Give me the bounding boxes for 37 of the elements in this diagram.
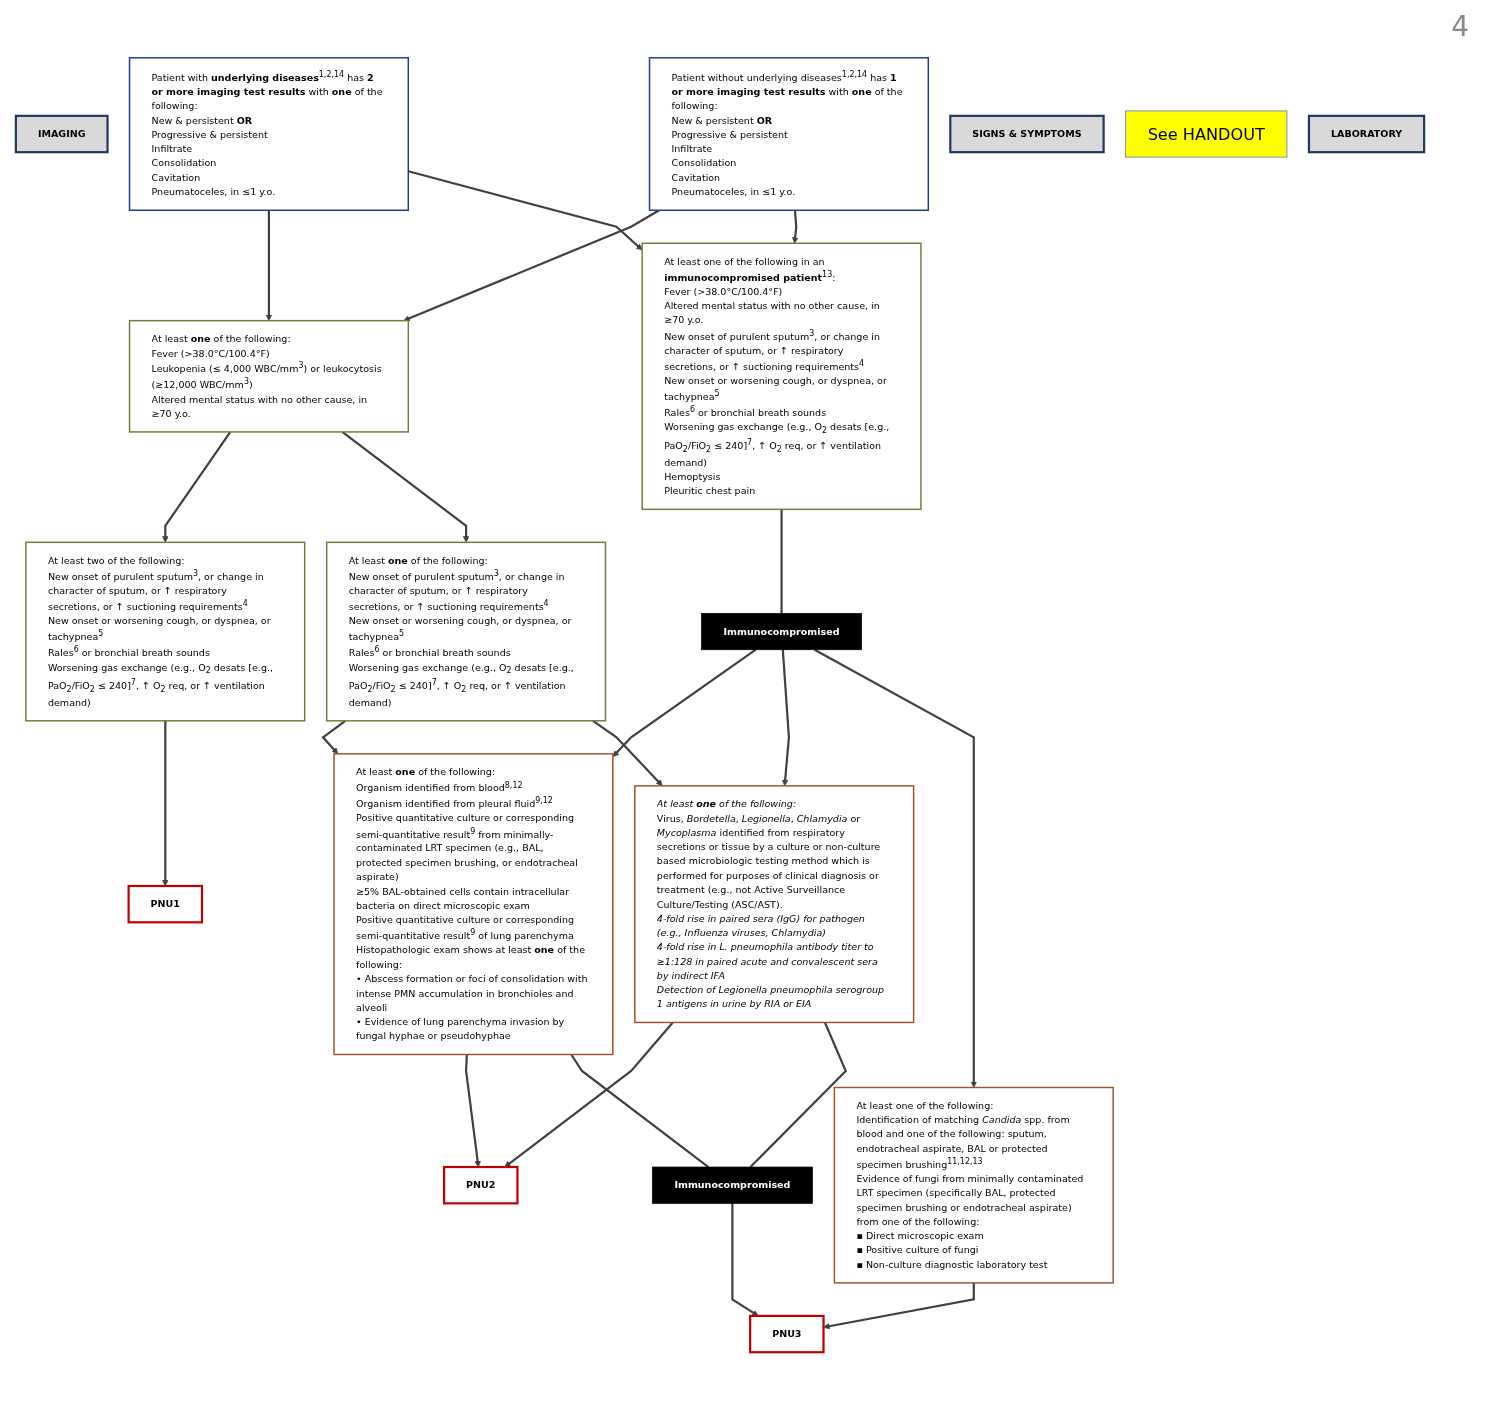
node-box: See HANDOUT — [1125, 110, 1288, 158]
arrow — [791, 210, 799, 244]
node-box: At least one of the following: Organism identified from blood$^{8,12}$ Organism identified from pleural fluid$^{9,12}$ Positive quantitative culture or corresponding semi-quantitative result$^{9}$ from minimally-contaminated LRT specimen (e.g., BAL, protected specimen brushing, or endotracheal aspirate) ≥5% BAL-obtained cells contain intracellular bacteria on direct microscopic exam Positive quantitative culture or corresponding semi-quantitative result$^{9}$ of lung parenchyma Histopathologic exam shows at least one of the following: • Abscess formation or foci of consolidation with intense PMN accumulation in bronchioles and alveoli • Evidence of lung parenchyma invasion by fungal hyphae or pseudohyphae — [333, 753, 614, 1056]
node-box: At least one of the following: New onset of purulent sputum$^{3}$, or change in character of sputum, or ↑ respiratory secretions, or ↑ suctioning requirements$^{4}$ New onset or worsening cough, or dyspnea, or tachypnea$^{5}$ Rales$^{6}$ or bronchial breath sounds Worsening gas exchange (e.g., O$_{2}$ desats [e.g., PaO$_{2}$/FiO$_{2}$ ≤ 240]$^{7}$, ↑ O$_{2}$ req, or ↑ ventilation demand) — [325, 541, 607, 722]
node-box: At least one of the following: Fever (>38.0°C/100.4°F) Leukopenia (≤ 4,000 WBC/mm$^{3}$) or leukocytosis (≥12,000 WBC/mm$^{3}$) Altered mental status with no other cause, in ≥70 y.o. — [128, 319, 410, 433]
node-box: Patient without underlying diseases$^{1,2,14}$ has 1 or more imaging test results with one of the following: New & persistent OR Progressive & persistent Infiltrate Consolidation Cavitation Pneumatoceles, in ≤1 y.o. — [648, 57, 930, 211]
arrow — [403, 209, 660, 322]
arrow — [321, 719, 346, 755]
arrow — [465, 1054, 481, 1168]
connector — [570, 1053, 710, 1168]
arrow — [162, 431, 232, 543]
arrow — [341, 431, 470, 543]
node-box: PNU1 — [127, 884, 204, 924]
arrow — [592, 719, 663, 787]
node-box: PNU2 — [442, 1165, 519, 1205]
arrow — [612, 648, 757, 757]
node-box: Immunocompromised — [652, 1166, 813, 1204]
connector — [780, 509, 783, 614]
connector — [749, 1022, 848, 1168]
node-box: SIGNS & SYMPTOMS — [949, 114, 1105, 154]
arrow — [504, 1021, 674, 1168]
node-box: At least one of the following in an immunocompromised patient$^{13}$: Fever (>38.0°C/100.4°F) Altered mental status with no other cause, in ≥70 y.o. New onset of purulent sputum$^{3}$, or change in character of sputum, or ↑ respiratory secretions, or ↑ suctioning requirements$^{4}$ New onset or worsening cough, or dyspnea, or tachypnea$^{5}$ Rales$^{6}$ or bronchial breath sounds Worsening gas exchange (e.g., O$_{2}$ desats [e.g., PaO$_{2}$/FiO$_{2}$ ≤ 240]$^{7}$, ↑ O$_{2}$ req, or ↑ ventilation demand) Hemoptysis Pleuritic chest pain — [641, 242, 922, 511]
node-box: LABORATORY — [1307, 114, 1426, 154]
arrow — [265, 210, 273, 321]
arrow — [781, 649, 790, 787]
page-number: 4 — [1451, 10, 1469, 43]
arrow — [823, 1282, 975, 1330]
node-box: PNU3 — [749, 1314, 825, 1354]
arrow — [162, 720, 169, 887]
arrow — [814, 648, 977, 1088]
node-box: At least one of the following: Virus, Bordetella, Legionella, Chlamydia or Mycoplasma identified from respiratory secretions or tissue by a culture or non-culture based microbiologic testing method which is performed for purposes of clinical diagnosis or treatment (e.g., not Active Surveillance Culture/Testing (ASC/AST). 4-fold rise in paired sera (IgG) for pathogen (e.g., Influenza viruses, Chlamydia) 4-fold rise in L. pneumophila antibody titer to ≥1:128 in paired acute and convalescent sera by indirect IFA Detection of Legionella pneumophila serogroup 1 antigens in urine by RIA or EIA — [634, 785, 915, 1024]
node-box: IMAGING — [14, 114, 109, 154]
arrow — [408, 170, 643, 251]
node-box: Immunocompromised — [701, 613, 862, 651]
node-box: At least one of the following: Identification of matching Candida spp. from blood and one of the following: sputum, endotracheal aspirate, BAL or protected specimen brushing$^{11,12,13}$ Evidence of fungi from minimally contaminated LRT specimen (specifically BAL, protected specimen brushing or endotracheal aspirate) from one of the following: ▪ Direct microscopic exam ▪ Positive culture of fungi ▪ Non-culture diagnostic laboratory test — [833, 1086, 1114, 1284]
node-box: Patient with underlying diseases$^{1,2,14}$ has 2 or more imaging test results with one of the following: New & persistent OR Progressive & persistent Infiltrate Consolidation Cavitation Pneumatoceles, in ≤1 y.o. — [128, 57, 410, 211]
node-box: At least two of the following: New onset of purulent sputum$^{3}$, or change in character of sputum, or ↑ respiratory secretions, or ↑ suctioning requirements$^{4}$ New onset or worsening cough, or dyspnea, or tachypnea$^{5}$ Rales$^{6}$ or bronchial breath sounds Worsening gas exchange (e.g., O$_{2}$ desats [e.g., PaO$_{2}$/FiO$_{2}$ ≤ 240]$^{7}$, ↑ O$_{2}$ req, or ↑ ventilation demand) — [25, 541, 306, 722]
